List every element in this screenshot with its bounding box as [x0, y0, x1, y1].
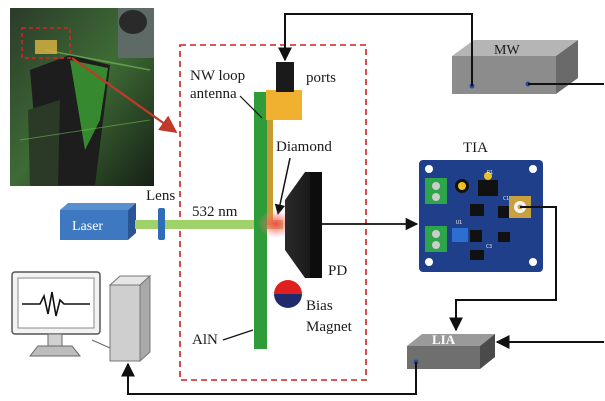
mw-source: MW: [452, 40, 578, 94]
magnet-icon: [274, 280, 302, 308]
lia-label: LIA: [432, 332, 456, 347]
laser-beam: [135, 220, 283, 229]
experiment-frame: [179, 44, 367, 381]
tia-board: R1 C1 U1 C3: [419, 160, 543, 272]
zoom-arrow: [71, 57, 178, 134]
aln-label: AlN: [192, 332, 218, 348]
setup-photo: [10, 8, 154, 186]
lens: [158, 208, 165, 240]
svg-text:C1: C1: [503, 196, 509, 202]
svg-text:U1: U1: [456, 220, 462, 226]
laser: Laser: [60, 203, 136, 240]
wavelength-label: 532 nm: [192, 204, 238, 220]
nw-loop-antenna: [266, 90, 302, 120]
nw-loop-label-line1: NW loop: [190, 68, 245, 84]
ports-connector: [276, 62, 294, 92]
lens-label: Lens: [146, 188, 175, 204]
pd-label: PD: [328, 263, 347, 279]
ports-label: ports: [306, 70, 336, 86]
nw-loop-label-line2: antenna: [190, 86, 237, 102]
diamond: [267, 110, 273, 225]
bias-label-line2: Magnet: [306, 319, 353, 335]
laser-label: Laser: [72, 219, 103, 234]
bias-label-line1: Bias: [306, 298, 333, 314]
mw-cable: [278, 13, 473, 86]
lia-box: LIA: [407, 332, 495, 369]
tia-to-lia-cable: [449, 206, 557, 332]
svg-text:C3: C3: [486, 244, 492, 250]
tia-label: TIA: [463, 140, 488, 156]
computer-icon: [11, 271, 152, 363]
lia-to-pc-cable: [121, 362, 417, 395]
mw-label: MW: [494, 43, 520, 58]
svg-text:R1: R1: [487, 170, 493, 176]
photodiode-icon: [285, 172, 322, 278]
diamond-label: Diamond: [276, 139, 332, 155]
